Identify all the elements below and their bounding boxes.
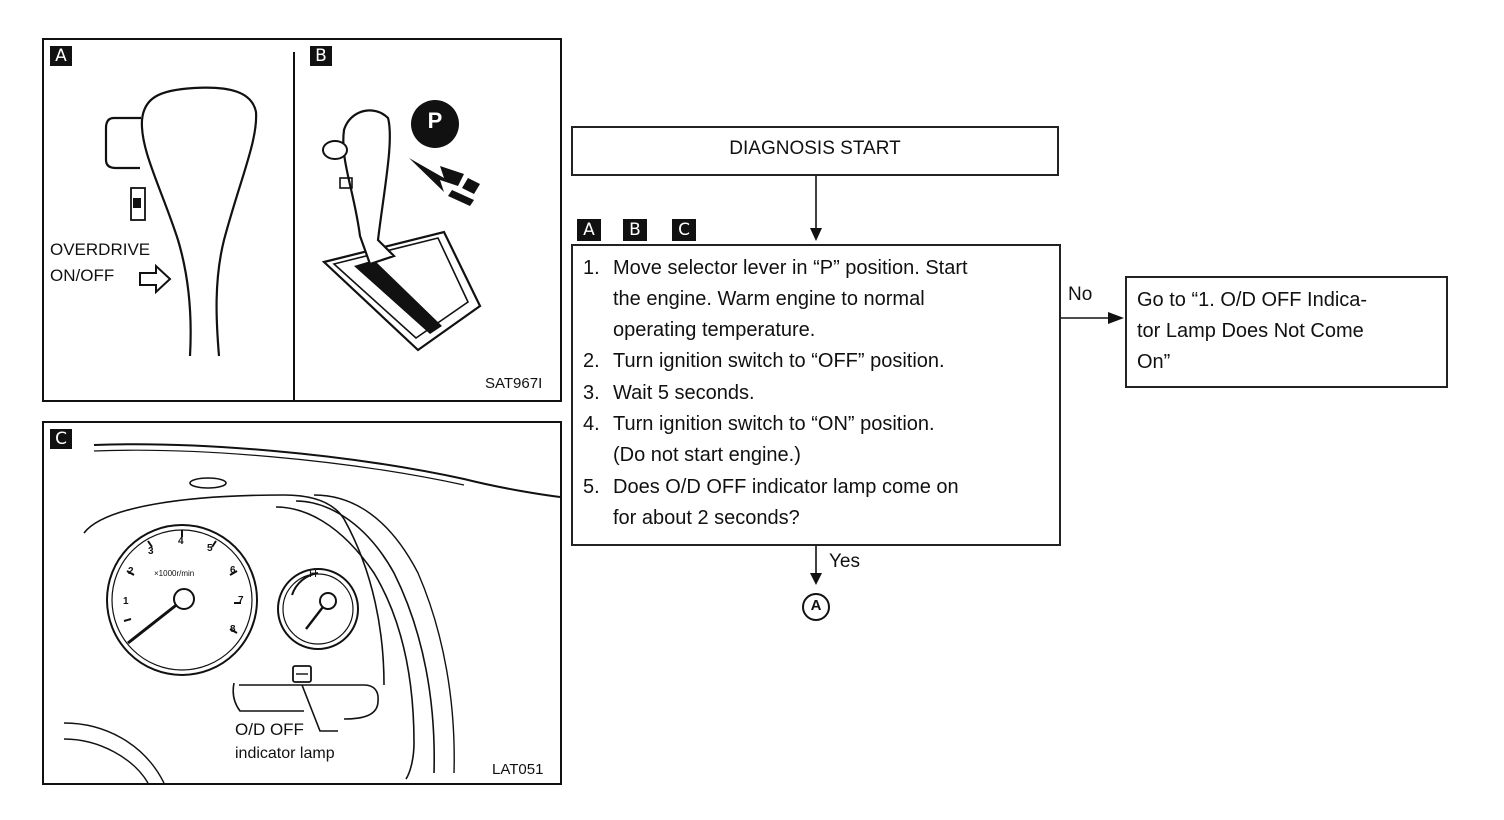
goto-line-1: Go to “1. O/D OFF Indica-	[1137, 289, 1368, 311]
yes-label: Yes	[829, 551, 860, 572]
diagnosis-start-label: DIAGNOSIS START	[729, 138, 901, 159]
tacho-tick-4: 4	[178, 536, 184, 547]
step-1-line-2: the engine. Warm engine to normal	[613, 288, 925, 310]
overdrive-label-line2: ON/OFF	[50, 266, 115, 285]
step-5-line-2: for about 2 seconds?	[613, 507, 800, 529]
overdrive-arrow-icon	[139, 263, 172, 295]
tacho-tick-1: 1	[123, 596, 129, 607]
diagnosis-start-box: DIAGNOSIS START	[571, 126, 1059, 176]
illustration-panel-ab: A B OVERDRIVE ON/OFF P SAT967I	[42, 38, 562, 402]
tacho-tick-3: 3	[148, 546, 154, 557]
temp-hot-label: H	[309, 568, 317, 580]
panel-b-tag: B	[310, 46, 332, 66]
flow-tag-b: B	[623, 219, 647, 241]
step-1-num: 1.	[583, 257, 600, 279]
step-4-num: 4.	[583, 413, 600, 435]
step-3-line-1: Wait 5 seconds.	[613, 382, 755, 404]
step-2-line-1: Turn ignition switch to “OFF” position.	[613, 350, 945, 372]
goto-box: Go to “1. O/D OFF Indica- tor Lamp Does …	[1125, 276, 1448, 388]
instrument-cluster-illustration	[63, 443, 561, 784]
panel-ab-code: SAT967I	[485, 375, 543, 392]
connector-a-label: A	[810, 597, 822, 614]
tacho-tick-8: 8	[230, 624, 236, 635]
tacho-tick-5: 5	[207, 543, 213, 554]
position-p-badge: P	[427, 108, 443, 133]
lamp-label-line2: indicator lamp	[235, 745, 335, 762]
illustration-panel-c: C 1 2 3 4 5 6 7 8 ×100	[42, 421, 562, 785]
tacho-tick-2: 2	[128, 566, 134, 577]
lamp-label-line1: O/D OFF	[235, 720, 304, 739]
tacho-unit-label: ×1000r/min	[154, 569, 195, 578]
selector-lever-illustration	[321, 100, 482, 352]
step-1-line-3: operating temperature.	[613, 319, 816, 341]
flow-tag-c: C	[672, 219, 696, 241]
step-3-num: 3.	[583, 382, 600, 404]
goto-line-3: On”	[1137, 351, 1171, 373]
step-2-num: 2.	[583, 350, 600, 372]
step-4-line-1: Turn ignition switch to “ON” position.	[613, 413, 935, 435]
diagnosis-steps-box: 1. Move selector lever in “P” position. …	[571, 244, 1061, 546]
tacho-tick-6: 6	[230, 565, 236, 576]
panel-a-tag: A	[50, 46, 72, 66]
panel-c-tag: C	[50, 429, 72, 449]
shift-knob-illustration	[104, 86, 258, 357]
overdrive-label-line1: OVERDRIVE	[50, 240, 151, 259]
tacho-tick-7: 7	[238, 595, 244, 606]
panel-divider	[293, 52, 295, 400]
step-4-line-2: (Do not start engine.)	[613, 444, 801, 466]
goto-line-2: tor Lamp Does Not Come	[1137, 320, 1364, 342]
no-label: No	[1068, 284, 1093, 305]
step-5-num: 5.	[583, 476, 600, 498]
panel-c-code: LAT051	[492, 761, 544, 778]
step-1-line-1: Move selector lever in “P” position. Sta…	[613, 257, 968, 279]
flow-tag-a: A	[577, 219, 601, 241]
step-5-line-1: Does O/D OFF indicator lamp come on	[613, 476, 959, 498]
